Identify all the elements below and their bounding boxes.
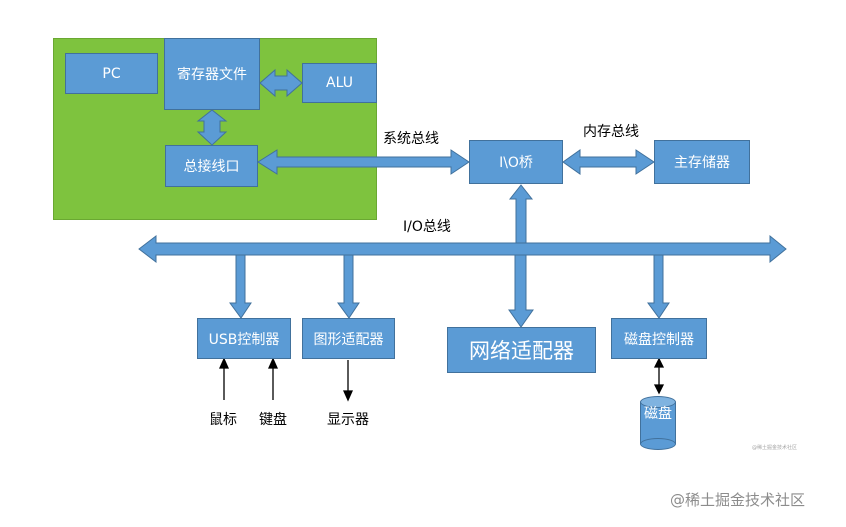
bus-interface-label: 总接线口 [183,159,240,175]
mouse-label: 鼠标 [209,412,237,428]
iobus-graphics-arrow [337,254,360,319]
pc-box: PC [65,53,158,94]
disk-connector-head-top [653,357,665,368]
register-file-box: 寄存器文件 [164,38,260,110]
bus-interface-box: 总接线口 [165,145,258,187]
disk-controller-box: 磁盘控制器 [611,318,707,359]
disk-label: 磁盘 [644,406,672,422]
system-bus-arrow [257,149,470,175]
disk-cylinder: 磁盘 [640,396,676,450]
display-label: 显示器 [327,412,369,428]
memory-bus-arrow [562,149,655,175]
disk-connector-head-bottom [653,384,665,395]
disk-controller-label: 磁盘控制器 [624,331,694,348]
network-adapter-label: 网络适配器 [469,339,574,363]
keyboard-label: 键盘 [259,412,287,428]
main-memory-box: 主存储器 [654,140,750,184]
disk-bottom [640,438,676,450]
graphics-adapter-box: 图形适配器 [302,318,395,359]
iobus-network-arrow [508,254,534,328]
system-bus-label: 系统总线 [383,131,439,147]
main-memory-label: 主存储器 [674,155,730,171]
mouse-connector-head [218,357,230,369]
usb-controller-box: USB控制器 [197,318,291,359]
register-file-label: 寄存器文件 [177,67,247,83]
iobus-usb-arrow [229,254,252,319]
io-bridge-label: I\O桥 [499,155,533,171]
alu-box: ALU [302,63,377,103]
regfile-alu-arrow [259,68,303,98]
tiny-credit: @稀土掘金技术社区 [752,445,798,451]
display-connector-head [342,390,354,402]
disk-top [640,396,676,408]
alu-label: ALU [326,75,353,91]
io-bridge-box: I\O桥 [469,140,563,184]
keyboard-connector-head [267,357,279,369]
io-bus-label: I/O总线 [403,219,451,235]
usb-controller-label: USB控制器 [208,331,280,348]
pc-label: PC [102,65,121,82]
graphics-adapter-label: 图形适配器 [313,331,384,348]
iobus-diskctrl-arrow [647,254,670,319]
memory-bus-label: 内存总线 [583,124,639,140]
network-adapter-box: 网络适配器 [447,327,596,373]
io-bus-arrow [138,234,787,264]
bridge-iobus-arrow [508,184,534,244]
disk-body [640,402,676,444]
watermark: @稀土掘金技术社区 [670,491,806,509]
regfile-businterface-arrow [196,109,228,146]
